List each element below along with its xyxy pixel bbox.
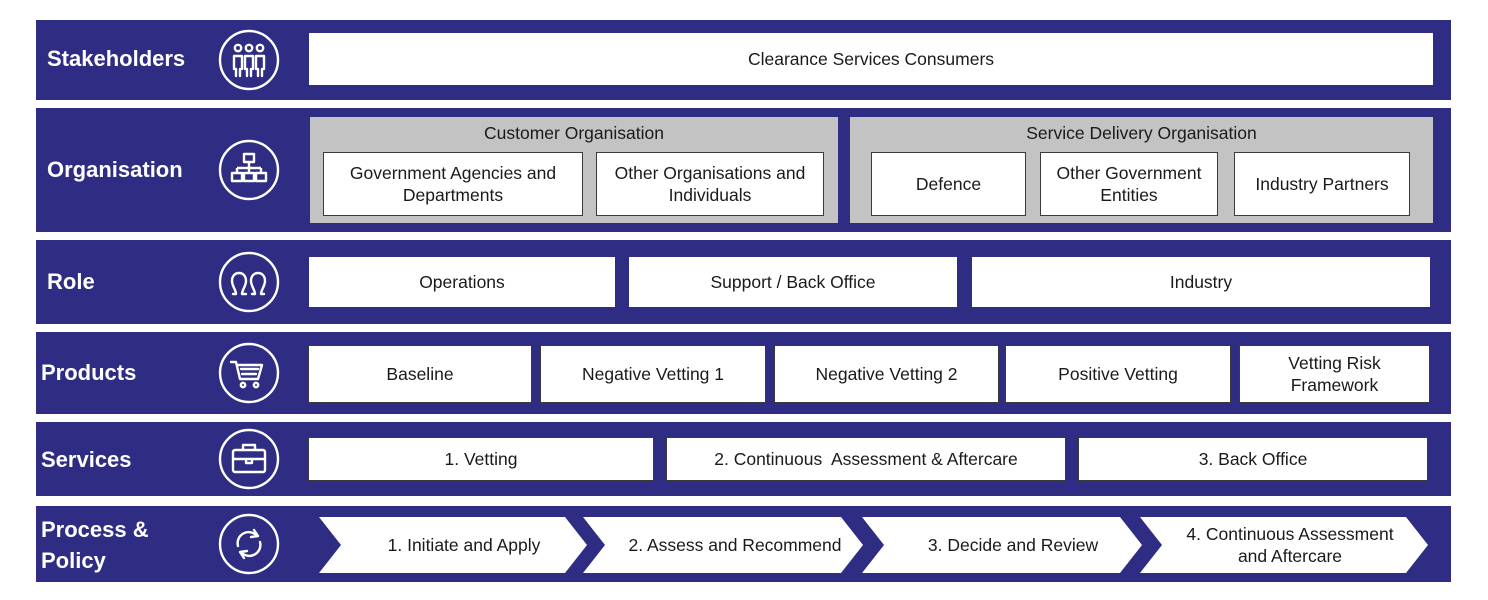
chevron-shape <box>319 517 587 573</box>
product-positive-vetting: Positive Vetting <box>1005 345 1231 403</box>
clearance-services-consumers-box: Clearance Services Consumers <box>309 33 1433 85</box>
organisation-band: Organisation Customer Organisation Gover… <box>36 108 1451 232</box>
team-icon <box>218 251 280 313</box>
service-delivery-organisation-group: Service Delivery Organisation Defence Ot… <box>850 117 1433 223</box>
process-step-label: 3. Decide and Review <box>927 535 1099 555</box>
process-step-label: 1. Initiate and Apply <box>387 535 541 555</box>
process-step-label: 2. Assess and Recommend <box>628 535 842 555</box>
role-operations: Operations <box>309 257 615 307</box>
org-item-industry-partners: Industry Partners <box>1234 152 1410 216</box>
shopping-cart-icon <box>218 342 280 404</box>
chevron-shape <box>862 517 1142 573</box>
customer-organisation-title: Customer Organisation <box>484 123 664 143</box>
process-step-2: 2. Assess and Recommend <box>583 517 863 573</box>
chevron-shape <box>583 517 863 573</box>
services-band: Services 1. Vetting 2. Continuous Assess… <box>36 422 1451 496</box>
service-delivery-organisation-title: Service Delivery Organisation <box>1026 123 1257 143</box>
process-policy-label-line1: Process & <box>41 517 149 542</box>
role-label: Role <box>47 269 95 294</box>
process-policy-label: Process & Policy <box>41 514 149 576</box>
organisation-label: Organisation <box>47 157 183 182</box>
service-continuous-assessment: 2. Continuous Assessment & Aftercare <box>666 437 1066 481</box>
process-policy-label-line2: Policy <box>41 548 106 573</box>
process-step-3: 3. Decide and Review <box>862 517 1142 573</box>
role-industry: Industry <box>972 257 1430 307</box>
org-item-other-government-entities: Other Government Entities <box>1040 152 1218 216</box>
role-support-back-office: Support / Back Office <box>629 257 957 307</box>
product-negative-vetting-2: Negative Vetting 2 <box>774 345 999 403</box>
customer-organisation-group: Customer Organisation Government Agencie… <box>310 117 838 223</box>
refresh-cycle-icon <box>218 513 280 575</box>
product-vetting-risk-framework: Vetting Risk Framework <box>1239 345 1430 403</box>
product-baseline: Baseline <box>308 345 532 403</box>
service-vetting: 1. Vetting <box>308 437 654 481</box>
org-item-government-agencies: Government Agencies and Departments <box>323 152 583 216</box>
products-label: Products <box>41 360 137 385</box>
briefcase-icon <box>218 428 280 490</box>
role-band: Role Operations Support / Back Office In… <box>36 240 1451 324</box>
org-item-other-organisations: Other Organisations and Individuals <box>596 152 824 216</box>
org-item-defence: Defence <box>871 152 1026 216</box>
stakeholders-label: Stakeholders <box>47 46 186 71</box>
stakeholders-band: Stakeholders Clearance Services Consumer… <box>36 20 1451 100</box>
service-back-office: 3. Back Office <box>1078 437 1428 481</box>
chevron-shape <box>1140 517 1428 573</box>
process-step-label: 4. Continuous Assessment and Aftercare <box>1186 524 1394 566</box>
product-negative-vetting-1: Negative Vetting 1 <box>540 345 766 403</box>
process-step-1: 1. Initiate and Apply <box>319 517 587 573</box>
services-label: Services <box>41 447 132 472</box>
products-band: Products Baseline Negative Vetting 1 Neg… <box>36 332 1451 414</box>
org-chart-icon <box>218 139 280 201</box>
process-step-4: 4. Continuous Assessment and Aftercare <box>1140 517 1428 573</box>
process-policy-band: Process & Policy 1. Initiate and Apply 2… <box>36 506 1451 582</box>
people-group-icon <box>218 29 280 91</box>
